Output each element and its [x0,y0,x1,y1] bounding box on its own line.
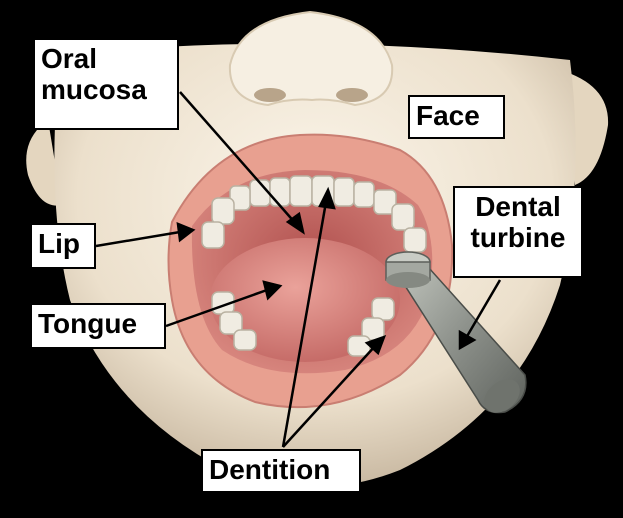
nose [230,12,392,105]
label-face: Face [408,95,505,139]
label-oral-mucosa: Oral mucosa [33,38,179,130]
label-dentition: Dentition [201,449,361,493]
label-dental-turbine: Dental turbine [453,186,583,278]
label-tongue: Tongue [30,303,166,349]
label-lip: Lip [30,223,96,269]
